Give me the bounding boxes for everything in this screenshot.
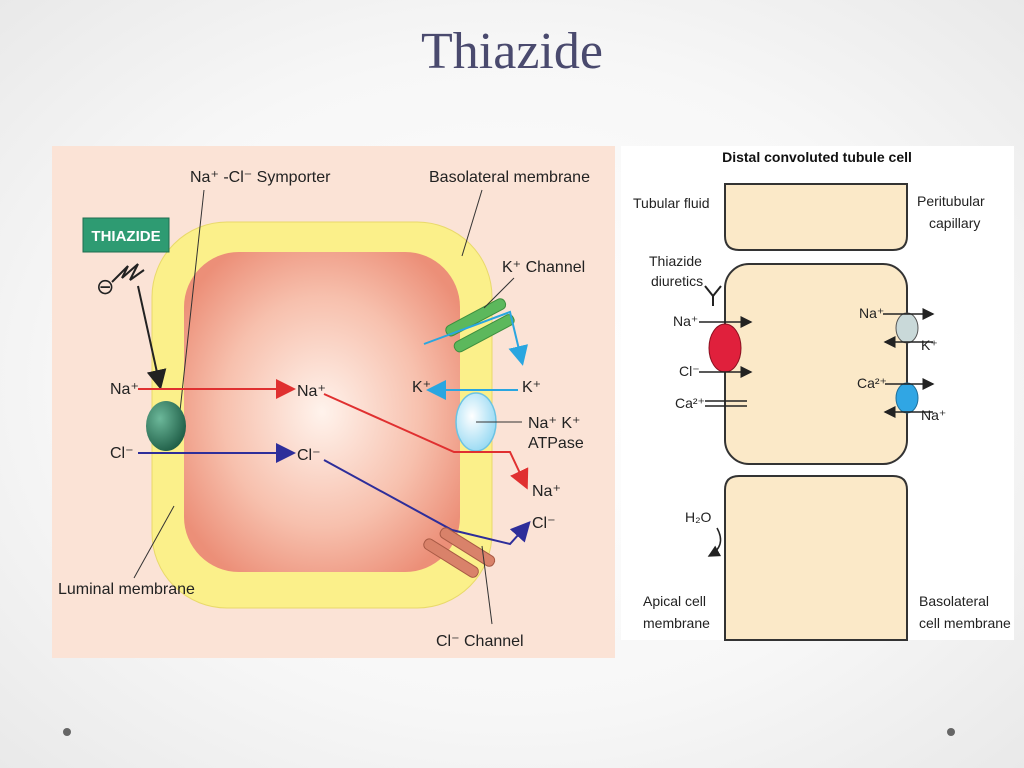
lower-cell bbox=[724, 475, 908, 641]
peritubular-label-1: Peritubular bbox=[917, 193, 985, 209]
ca-apical-label: Ca²⁺ bbox=[675, 395, 705, 411]
na-cl-transporter bbox=[708, 323, 742, 373]
basolateral-pointer bbox=[461, 189, 483, 257]
cl-lumen-label: Cl⁻ bbox=[110, 445, 134, 462]
tubular-fluid-label: Tubular fluid bbox=[633, 195, 710, 211]
atpase-label-line2: ATPase bbox=[528, 435, 584, 452]
apical-label-1: Apical cell bbox=[643, 593, 706, 609]
k-efflux-arrow bbox=[423, 310, 528, 366]
cytoplasm bbox=[184, 252, 460, 572]
thiazide-box-label: THIAZIDE bbox=[91, 228, 160, 245]
h2o-arrow bbox=[707, 527, 722, 557]
cl-channel-label: Cl⁻ Channel bbox=[436, 633, 524, 650]
basolateral-label: Basolateral membrane bbox=[429, 169, 590, 186]
k-outside-label: K⁺ bbox=[522, 379, 541, 396]
luminal-pointer bbox=[133, 505, 175, 579]
ca-baso-label: Ca²⁺ bbox=[857, 375, 887, 391]
slide-corner-dot-right bbox=[947, 728, 955, 736]
atpase-label-line1: Na⁺ K⁺ bbox=[528, 415, 580, 432]
na-ca-exchanger bbox=[895, 382, 919, 414]
middle-cell bbox=[724, 263, 908, 465]
na-exit-arrow bbox=[323, 393, 529, 490]
cl-cell-label: Cl⁻ bbox=[297, 447, 321, 464]
slide-title: Thiazide bbox=[421, 23, 603, 80]
cl-exit-arrow bbox=[323, 459, 531, 546]
inhibition-zigzag bbox=[111, 263, 145, 283]
left-diagram-panel: Na⁺ -Cl⁻ Symporter Basolateral membrane … bbox=[52, 146, 615, 658]
thiazide-label-2: diuretics bbox=[651, 273, 703, 289]
na-apical-label: Na⁺ bbox=[673, 313, 698, 329]
k-channel-pointer bbox=[483, 277, 515, 309]
thiazide-label-1: Thiazide bbox=[649, 253, 702, 269]
k-inside-label: K⁺ bbox=[412, 379, 431, 396]
slide-corner-dot-left bbox=[63, 728, 71, 736]
luminal-label: Luminal membrane bbox=[58, 581, 195, 598]
dct-title: Distal convoluted tubule cell bbox=[722, 149, 912, 165]
na-cl-symporter bbox=[146, 401, 186, 451]
na-k-pump bbox=[895, 312, 919, 344]
cl-blood-label: Cl⁻ bbox=[532, 515, 556, 532]
apical-label-2: membrane bbox=[643, 615, 710, 631]
k-baso-label: K⁺ bbox=[921, 337, 938, 353]
dct-cell-diagram: Distal convoluted tubule cell Tubular fl… bbox=[633, 149, 1011, 641]
na-cell-label: Na⁺ bbox=[297, 383, 326, 400]
thiazide-box bbox=[82, 217, 170, 253]
peritubular-label-2: capillary bbox=[929, 215, 980, 231]
thiazide-blocker-icon bbox=[704, 285, 722, 306]
upper-cell bbox=[724, 183, 908, 251]
k-channel bbox=[445, 298, 515, 353]
cl-channel bbox=[423, 527, 496, 578]
na-blood-label: Na⁺ bbox=[532, 483, 561, 500]
na-baso2-label: Na⁺ bbox=[921, 407, 946, 423]
thiazide-mechanism-diagram: Na⁺ -Cl⁻ Symporter Basolateral membrane … bbox=[58, 169, 590, 650]
baso-label-1: Basolateral bbox=[919, 593, 989, 609]
na-baso-label: Na⁺ bbox=[859, 305, 884, 321]
baso-label-2: cell membrane bbox=[919, 615, 1011, 631]
h2o-label: H₂O bbox=[685, 509, 712, 525]
na-lumen-label: Na⁺ bbox=[110, 381, 139, 398]
symporter-pointer bbox=[179, 189, 205, 412]
inhibition-arrow bbox=[137, 285, 167, 390]
inhibit-icon: ⊖ bbox=[96, 274, 114, 299]
cl-channel-pointer bbox=[481, 545, 493, 625]
symporter-label: Na⁺ -Cl⁻ Symporter bbox=[190, 169, 331, 186]
cl-apical-label: Cl⁻ bbox=[679, 363, 700, 379]
k-channel-label: K⁺ Channel bbox=[502, 259, 585, 276]
right-diagram-panel: Distal convoluted tubule cell Tubular fl… bbox=[621, 146, 1014, 641]
